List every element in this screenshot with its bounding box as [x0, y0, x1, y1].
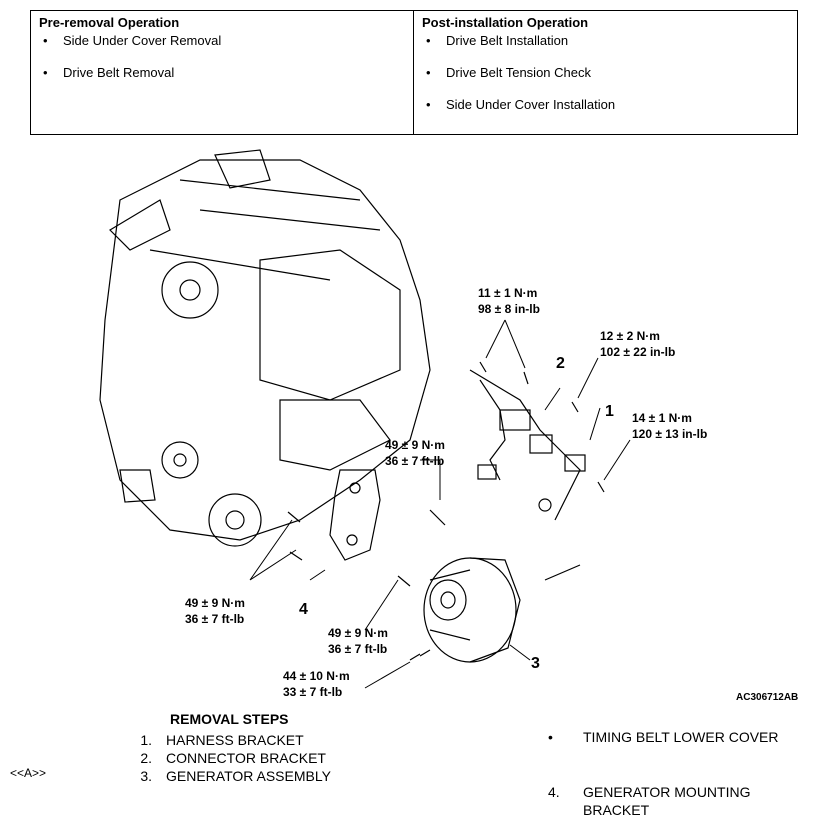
torque-label-line: 14 ± 1 N·m: [632, 411, 692, 425]
step-number: 4.: [548, 784, 560, 800]
torque-label-line: 49 ± 9 N·m: [328, 626, 388, 640]
bolts-drawing: [287, 361, 605, 661]
post-installation-heading: Post-installation Operation: [422, 15, 589, 30]
callout-number-3: 3: [531, 655, 540, 672]
step-number: 2.: [140, 750, 152, 766]
torque-label-line: 36 ± 7 ft-lb: [185, 612, 244, 626]
torque-label-line: 44 ± 10 N·m: [283, 669, 350, 683]
figure-code: AC306712AB: [736, 692, 798, 703]
torque-label-line: 36 ± 7 ft-lb: [385, 454, 444, 468]
operations-table: Pre-removal Operation Side Under Cover R…: [30, 10, 798, 135]
note-text: TIMING BELT LOWER COVER: [583, 729, 779, 745]
post-installation-item: Drive Belt Tension Check: [422, 65, 789, 81]
generator-drawing: [423, 557, 521, 663]
step-text: GENERATOR MOUNTING BRACKET: [583, 784, 751, 818]
step-number: 3.: [140, 768, 152, 784]
post-installation-item: Drive Belt Installation: [422, 33, 789, 49]
step-text: HARNESS BRACKET: [166, 732, 304, 748]
pre-removal-item: Side Under Cover Removal: [39, 33, 405, 49]
harness-drawing: [469, 369, 586, 521]
torque-label-line: 102 ± 22 in-lb: [600, 345, 675, 359]
service-point-marker: <<A>>: [10, 766, 47, 780]
torque-label-line: 49 ± 9 N·m: [185, 596, 245, 610]
torque-label-line: 33 ± 7 ft-lb: [283, 685, 342, 699]
callout-number-2: 2: [556, 355, 565, 372]
pulley-upper: [161, 261, 219, 319]
compressor-pulley: [208, 493, 262, 547]
torque-label-line: 12 ± 2 N·m: [600, 329, 660, 343]
pre-removal-item: Drive Belt Removal: [39, 65, 405, 81]
post-installation-column: Post-installation Operation Drive Belt I…: [414, 11, 797, 134]
torque-label-line: 11 ± 1 N·m: [478, 286, 537, 300]
mounting-bracket-drawing: [329, 469, 381, 561]
step-text: GENERATOR ASSEMBLY: [166, 768, 331, 784]
step-number: 1.: [140, 732, 152, 748]
torque-label-line: 120 ± 13 in-lb: [632, 427, 707, 441]
torque-label-line: 36 ± 7 ft-lb: [328, 642, 387, 656]
callout-number-1: 1: [605, 403, 614, 420]
pre-removal-column: Pre-removal Operation Side Under Cover R…: [31, 11, 414, 134]
removal-steps-title: REMOVAL STEPS: [170, 711, 289, 727]
step-text: CONNECTOR BRACKET: [166, 750, 326, 766]
engine-drawing: [99, 149, 431, 547]
pulley-lower: [161, 441, 199, 479]
callout-numbers: 1 2 3 4: [299, 355, 614, 672]
torque-label-line: 98 ± 8 in-lb: [478, 302, 540, 316]
bullet: •: [548, 729, 553, 745]
torque-label-line: 49 ± 9 N·m: [385, 438, 445, 452]
generator-exploded-diagram: 11 ± 1 N·m 98 ± 8 in-lb 12 ± 2 N·m 102 ±…: [0, 140, 826, 705]
callout-number-4: 4: [299, 601, 308, 618]
pre-removal-heading: Pre-removal Operation: [39, 15, 180, 30]
torque-labels: 11 ± 1 N·m 98 ± 8 in-lb 12 ± 2 N·m 102 ±…: [185, 286, 707, 699]
post-installation-item: Side Under Cover Installation: [422, 97, 789, 113]
leader-lines: [249, 319, 631, 689]
diagram-svg: 11 ± 1 N·m 98 ± 8 in-lb 12 ± 2 N·m 102 ±…: [99, 149, 798, 703]
